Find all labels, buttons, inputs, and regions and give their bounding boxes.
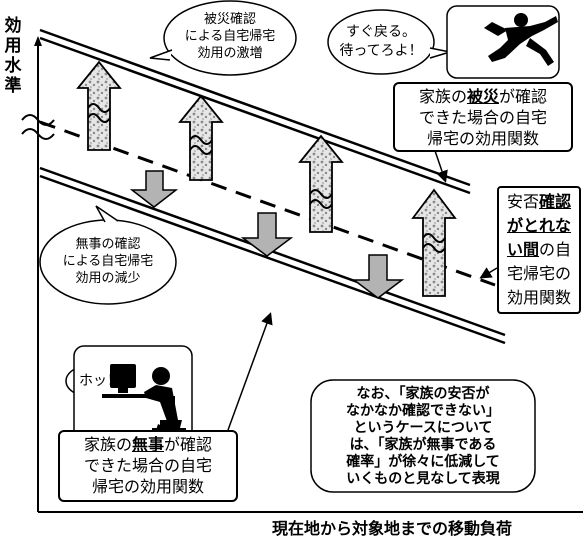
note-line: は、「家族が無事である (349, 437, 497, 453)
up-arrow-squiggles (87, 103, 446, 253)
unknown-curve-box: 安否確認 がとれな い間の自 宅帰宅の 効用関数 (497, 186, 581, 314)
bubble-line: すぐ戻る。 (346, 24, 416, 40)
pointer-safe (227, 312, 273, 431)
up-arrow (411, 188, 457, 297)
safe-curve-box: 家族の無事が確認 できた場合の自宅 帰宅の効用関数 (58, 430, 238, 502)
bubble-line: 被災確認 (203, 12, 256, 27)
bubble-tail (95, 205, 119, 223)
disaster-curve-line-a (39, 28, 471, 187)
axis-break-mark-bottom (21, 128, 55, 140)
bubble-line: による自宅帰宅 (184, 29, 276, 44)
disaster-curve-box: 家族の被災が確認 できた場合の自宅 帰宅の効用関数 (393, 82, 573, 152)
up-arrow (76, 60, 122, 151)
box-line: 帰宅の効用関数 (91, 477, 204, 496)
note-line: というケースについて (353, 420, 493, 436)
bubble-relief: ホッ！ (79, 373, 121, 389)
box-line: がとれな (506, 216, 571, 235)
pointer-unknown (479, 267, 498, 279)
jumping-figure-silhouette (484, 13, 558, 66)
bubble-line: 無事の確認 (75, 237, 141, 252)
box-line: 家族の被災が確認 (418, 87, 548, 106)
note-line: いくものと見なして表現 (346, 471, 500, 487)
jumping-figure-panel (446, 5, 560, 79)
note-box-shape (310, 379, 536, 493)
bubble-line: 効用の激増 (197, 46, 263, 61)
note-line: なかなか確認できない」 (346, 403, 500, 419)
up-arrow (298, 134, 344, 233)
box-line: できた場合の自宅 (83, 456, 212, 475)
bubble-line: 待ってろよ！ (339, 43, 423, 59)
bubble-tail (149, 49, 173, 61)
x-axis-label: 現在地から対象地までの移動負荷 (272, 519, 513, 538)
note-line: なお、「家族の安否が (356, 386, 490, 402)
bubble-disaster-increase: 被災確認 による自宅帰宅 効用の激増 (164, 11, 296, 62)
box-line: 安否確認 (506, 192, 572, 211)
down-arrow (240, 212, 294, 257)
y-axis-label-char: 準 (4, 76, 22, 96)
box-line: 帰宅の効用関数 (426, 129, 539, 148)
y-axis-arrowhead (34, 36, 42, 46)
unknown-curve-line (39, 120, 496, 287)
note-line: 確率」が徐々に低減して (346, 454, 500, 470)
bubble-disaster-increase-shape (163, 0, 297, 76)
up-arrow (178, 94, 224, 181)
bubble-return-soon-shape (327, 9, 435, 75)
y-axis-label-char: 用 (4, 36, 22, 56)
bubble-line: 効用の減少 (75, 271, 141, 286)
down-arrow (129, 170, 179, 208)
bubble-safe-decrease: 無事の確認 による自宅帰宅 効用の減少 (40, 236, 176, 287)
y-axis-label-char: 水 (4, 56, 22, 76)
note-text: なお、「家族の安否が なかなか確認できない」 というケースについて は、「家族が… (313, 386, 533, 488)
y-axis-label: 効 用 水 準 (2, 16, 24, 96)
y-axis-label-char: 効 (4, 16, 22, 36)
safe-curve-line-b (39, 174, 506, 345)
disaster-curve-line-b (39, 36, 471, 195)
box-line: 効用関数 (506, 288, 571, 307)
down-arrows (129, 170, 405, 299)
box-line: できた場合の自宅 (418, 108, 547, 127)
bubble-return-soon: すぐ戻る。 待ってろよ！ (328, 23, 434, 61)
down-arrow (351, 254, 405, 299)
box-line: 宅帰宅の (506, 264, 571, 283)
bubble-line: による自宅帰宅 (62, 254, 154, 269)
box-line: 家族の無事が確認 (83, 435, 213, 454)
up-arrows (76, 60, 457, 297)
box-line: い間の自 (506, 240, 572, 259)
